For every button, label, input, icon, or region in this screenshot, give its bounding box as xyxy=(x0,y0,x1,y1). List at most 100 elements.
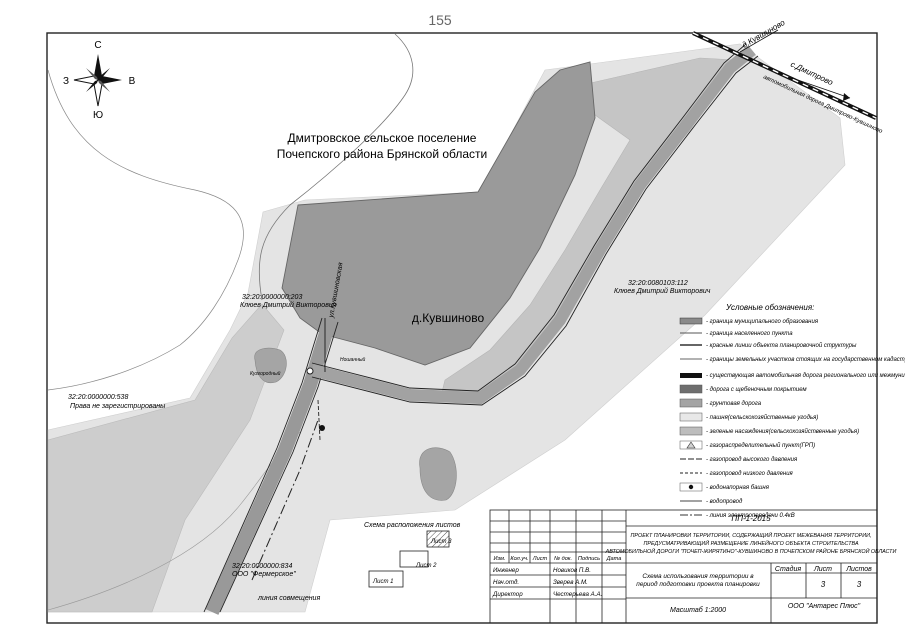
arrow-kuvshinovo-line xyxy=(739,29,779,53)
main-road-edge-b xyxy=(219,321,339,613)
sheet3-label: Лист 3 xyxy=(430,539,452,545)
sheet2-box xyxy=(399,550,429,568)
village-label: д.Кувшиново xyxy=(412,311,485,325)
village-area xyxy=(281,61,596,366)
sheet1-box xyxy=(368,570,404,588)
legend-label-municipal-boundary: - граница муниципального образования xyxy=(706,319,819,325)
legend-item-arable-land: - пашня(сельскохозяйственные угодья) xyxy=(679,412,818,422)
regional-highway-inner xyxy=(692,32,877,119)
title-header-2: Лист xyxy=(532,556,548,562)
arrow-dmitrovo-label: с.Дмитрово xyxy=(789,60,835,88)
tower-label: Кузгородный xyxy=(250,370,281,377)
arrow-kuvshinovo-label: д.Кувшиново xyxy=(741,18,787,50)
dirt-road-icon xyxy=(679,398,703,408)
compass-south-label: Ю xyxy=(93,110,103,121)
parcel-203-owner: Клюев Дмитрий Викторович xyxy=(240,301,337,309)
ne-road-edge-a xyxy=(311,43,747,392)
compass-rose xyxy=(73,54,122,107)
main-road-edge-a xyxy=(203,317,323,613)
legend-item-municipal-boundary: - граница муниципального образования xyxy=(679,317,819,325)
legend-item-green-plantings: - зеленые насаждения(сельскохозяйственны… xyxy=(679,426,859,436)
water-tower-marker xyxy=(319,425,325,431)
combined-line-label: линия совмещения xyxy=(257,595,320,602)
parcel-203-number: 32:20:0000000:203 xyxy=(242,294,302,301)
title-header-5: Дата xyxy=(606,556,622,562)
legend-label-cadastre-boundary: - границы земельных участков стоящих на … xyxy=(706,357,905,363)
title-block xyxy=(489,509,878,624)
legend-label-dirt-road: - грунтовая дорога xyxy=(706,401,762,407)
legend-label-power-line: - линия электропередачи 0.4кВ xyxy=(706,513,795,519)
legend-item-gas-point: - газораспределительный пункт(ГРП) xyxy=(679,440,815,450)
sheet3-box xyxy=(426,530,450,548)
sheet-layout-title: Схема расположения листов xyxy=(364,522,461,529)
legend-title: Условные обозначения: xyxy=(725,303,814,312)
water-tower-dot xyxy=(688,484,694,490)
legend-item-dirt-road: - грунтовая дорога xyxy=(679,398,762,408)
arrow-dmitrovo-head xyxy=(843,93,850,101)
legend-label-arable-land: - пашня(сельскохозяйственные угодья) xyxy=(706,414,818,421)
title-role-1: Нач.отд. xyxy=(493,579,519,586)
legend-label-settlement-boundary: - граница населенного пункта xyxy=(706,331,793,337)
company-label: ООО "Антарес Плюс" xyxy=(788,603,861,610)
sheet2-label: Лист 2 xyxy=(415,563,437,569)
arrow-dmitrovo-line xyxy=(791,77,851,99)
parcel-112-number: 32:20:0080103:112 xyxy=(628,280,688,287)
sheet-value: 3 xyxy=(821,580,826,589)
sheets-header: Листов xyxy=(845,566,872,573)
existing-road-icon xyxy=(680,373,702,378)
legend-label-low-pressure-gas: - газопровод низкого давления xyxy=(706,471,794,477)
green-plantings-icon xyxy=(679,426,703,436)
legend: Условные обозначения: - граница муниципа… xyxy=(679,303,905,519)
drawing-title-2: период подготовки проекта планировки xyxy=(636,580,760,588)
water-tower-label: Ношанный xyxy=(340,356,366,363)
legend-label-high-pressure-gas: - газопровод высокого давления xyxy=(706,457,798,463)
legend-item-existing-road: - существующая автомобильная дорога реги… xyxy=(680,373,905,379)
legend-label-existing-road: - существующая автомобильная дорога реги… xyxy=(706,373,905,379)
settlement-title-line1: Дмитровское сельское поселение xyxy=(288,131,477,145)
legend-label-water-tower: - водонапорная башня xyxy=(706,485,770,491)
ne-road-corridor xyxy=(310,45,756,405)
legend-item-low-pressure-gas: - газопровод низкого давления xyxy=(680,471,794,477)
legend-item-water-tower: - водонапорная башня xyxy=(679,482,770,492)
title-header-0: Изм. xyxy=(494,556,506,562)
title-person-1: Зверев А.М. xyxy=(553,579,588,586)
legend-item-power-line: - линия электропередачи 0.4кВ xyxy=(680,513,795,519)
ne-road-edge-b xyxy=(311,55,759,406)
compass-north-label: С xyxy=(94,40,101,51)
title-header-3: № док. xyxy=(554,556,572,562)
project-title-1: ПРОЕКТ ПЛАНИРОВКИ ТЕРРИТОРИИ, СОДЕРЖАЩИЙ… xyxy=(631,531,872,539)
parcel-538-owner: Права не зарегистрированы xyxy=(70,403,166,410)
settlement-boundary-line xyxy=(47,69,244,391)
legend-item-high-pressure-gas: - газопровод высокого давления xyxy=(680,457,798,463)
legend-label-water-pipe: - водопровод xyxy=(706,499,743,505)
project-title-3: АВТОМОБИЛЬНОЙ ДОРОГИ "ПОЧЕП-ЖИРЯТИНО"-КУ… xyxy=(605,547,897,555)
title-role-2: Директор xyxy=(492,591,523,598)
legend-item-settlement-boundary: - граница населенного пункта xyxy=(680,331,793,337)
drawing-title-1: Схема использования территории в xyxy=(642,573,754,580)
legend-label-gas-point: - газораспределительный пункт(ГРП) xyxy=(706,442,815,449)
parcel-834-owner: ООО "Фермерское" xyxy=(232,571,296,578)
sheets-value: 3 xyxy=(857,580,862,589)
title-person-2: Честерьева А.А. xyxy=(553,591,602,598)
title-person-0: Новиков П.В. xyxy=(553,567,591,574)
settlement-title-line2: Почепского района Брянской области xyxy=(277,147,488,161)
title-code: ПП-1-2015 xyxy=(731,514,771,523)
title-role-0: Инженер xyxy=(493,567,519,574)
title-header-1: Кол.уч. xyxy=(510,556,528,562)
compass-west-label: З xyxy=(63,76,69,87)
gravel-road-icon xyxy=(679,384,703,394)
gas-point-marker xyxy=(306,367,314,375)
sheet-layout-scheme: Схема расположения листов Лист 3 Лист 2 … xyxy=(364,522,461,588)
title-header-4: Подпись xyxy=(578,556,600,562)
scale-label: Масштаб 1:2000 xyxy=(670,606,726,614)
arable-land-icon xyxy=(679,412,703,422)
drawing-frame xyxy=(46,32,878,624)
sheet1-label: Лист 1 xyxy=(372,579,393,585)
page-number: 155 xyxy=(428,12,452,28)
parcel-112-owner: Клюев Дмитрий Викторович xyxy=(614,287,711,295)
stage-header: Стадия xyxy=(775,565,801,573)
parcel-538-number: 32:20:0000000:538 xyxy=(68,394,128,401)
project-title-2: ПРЕДУСМАТРИВАЮЩИЙ РАЗМЕЩЕНИЕ ЛИНЕЙНОГО О… xyxy=(643,539,859,547)
